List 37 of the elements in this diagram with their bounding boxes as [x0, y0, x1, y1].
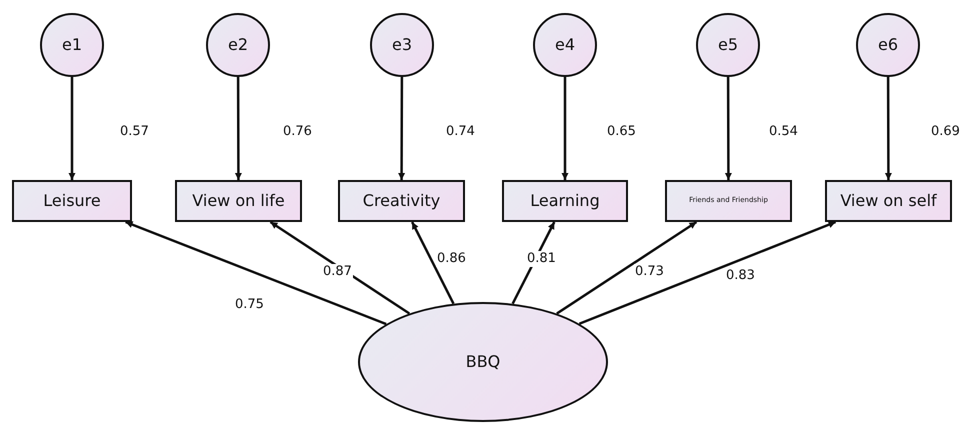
- arrow: [884, 77, 892, 180]
- variance-value: 0.57: [120, 124, 149, 139]
- arrow: [724, 77, 732, 180]
- edge-label: 0.87: [322, 264, 353, 280]
- observed-variable-box: [175, 180, 302, 222]
- node-label: e6: [878, 36, 898, 54]
- arrow: [578, 220, 836, 325]
- arrow: [411, 221, 455, 304]
- observed-variable-box: [825, 180, 952, 222]
- variance-value: 0.74: [446, 124, 475, 139]
- observed-variable-box: [12, 180, 132, 222]
- node-label: e5: [718, 36, 738, 54]
- node-label: e2: [228, 36, 248, 54]
- node-label: Learning: [530, 192, 600, 210]
- node-label: e4: [554, 36, 576, 54]
- observed-variable-box: [502, 180, 628, 222]
- node-label: View on life: [192, 192, 285, 210]
- node-label: Creativity: [362, 192, 440, 210]
- arrow: [556, 220, 698, 315]
- node-label: e1: [62, 36, 82, 54]
- node-label: Leisure: [43, 192, 101, 210]
- edge-label: 0.81: [526, 251, 557, 267]
- variance-value: 0.54: [769, 124, 798, 139]
- arrow: [398, 77, 406, 180]
- arrow: [125, 220, 387, 326]
- variance-value: 0.76: [283, 124, 312, 139]
- arrow: [68, 77, 76, 180]
- observed-variable-box: [665, 180, 792, 222]
- node-label: BBQ: [466, 353, 500, 371]
- node-label: e3: [392, 36, 412, 54]
- arrow: [234, 77, 242, 180]
- arrow: [270, 220, 410, 315]
- variance-value: 0.65: [607, 124, 636, 139]
- observed-variable-box: [338, 180, 465, 222]
- node-label: View on self: [840, 192, 937, 210]
- variance-value: 0.69: [931, 124, 960, 139]
- arrow: [562, 77, 568, 180]
